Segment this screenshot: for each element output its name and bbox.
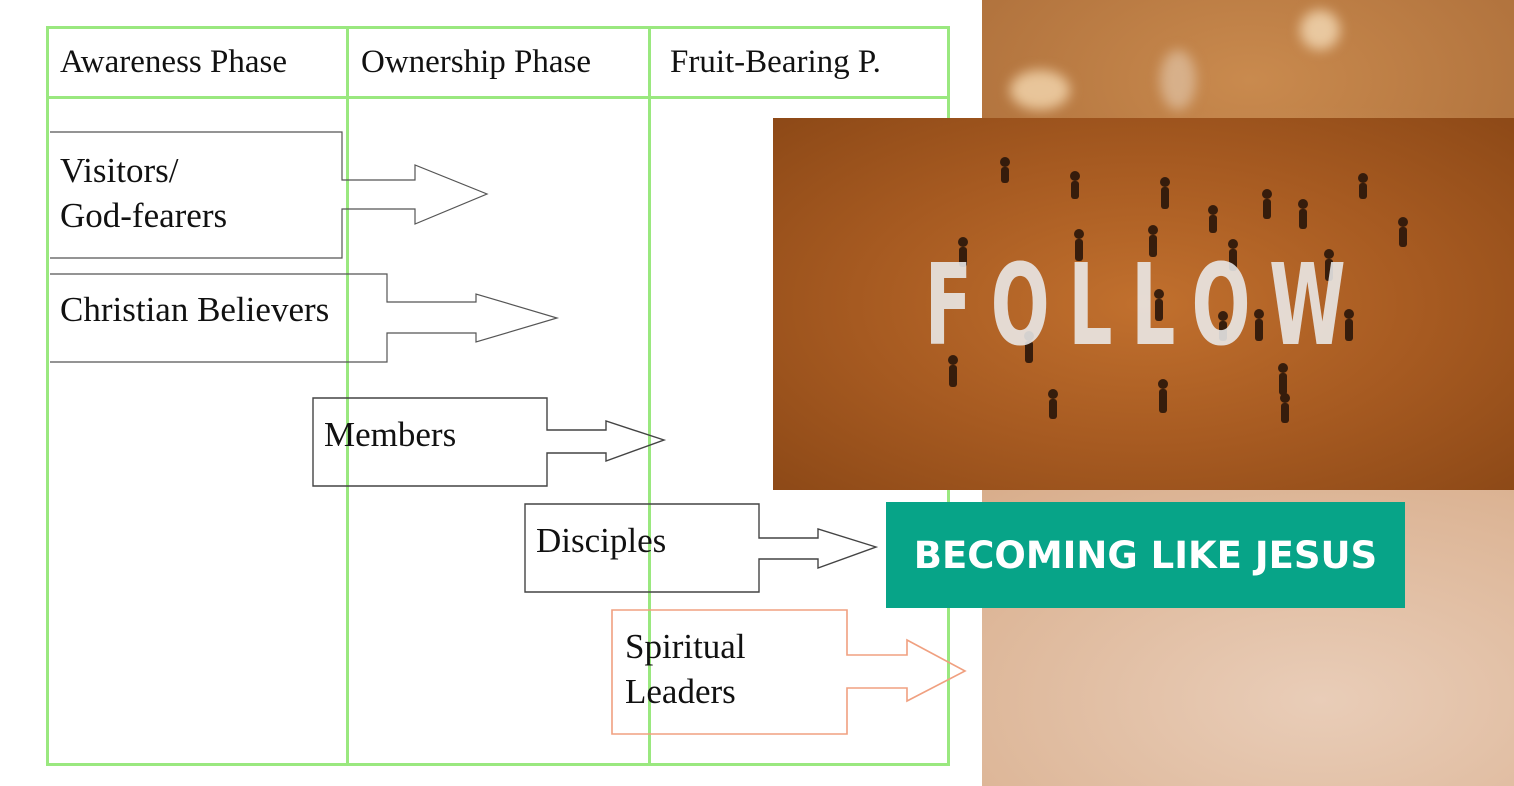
stage-arrow-visitors [50,131,489,259]
walker-figure [1298,199,1308,229]
walker-figure [1000,157,1010,183]
tagline-text: BECOMING LIKE JESUS [913,533,1378,577]
walker-figure [1358,173,1368,199]
walker-figure [1154,289,1164,321]
walking-people-illustration [948,157,1408,423]
phase-header-awareness: Awareness Phase [60,44,287,80]
walker-figure [1398,217,1408,247]
phase-header-divider [46,96,950,99]
walker-figure [1024,331,1034,363]
phase-header-ownership: Ownership Phase [361,44,592,80]
stage-arrow-disciples [524,503,879,593]
stage-label-believers: Christian Believers [60,290,330,329]
walker-figure [1148,225,1158,257]
walker-figure [1160,177,1170,209]
stage-label-visitors: Visitors/ God-fearers [60,151,228,235]
walker-figure [1074,229,1084,261]
walker-figure [1158,379,1168,413]
walker-figure [1262,189,1272,219]
walker-figure [948,355,958,387]
walker-figure [1218,311,1228,341]
walker-figure [1208,205,1218,233]
walker-figure [1280,393,1290,423]
background-blur [1010,70,1070,110]
stage-label-disciples: Disciples [536,521,667,560]
tagline-box: BECOMING LIKE JESUS [886,502,1405,608]
stage-arrow-leaders [611,609,967,735]
stage-label-members: Members [324,415,457,454]
walker-figure [1254,309,1264,341]
follow-banner: FOLLOW [773,118,1514,490]
walker-figure [1228,239,1238,271]
walker-figure [1324,249,1334,281]
phase-header-fruit-bearing: Fruit-Bearing P. [670,44,881,80]
walker-figure [1070,171,1080,199]
background-blur [1300,10,1340,50]
walker-figure [1048,389,1058,419]
walker-figure [958,237,968,267]
walker-figure [1344,309,1354,341]
stage-label-leaders: Spiritual Leaders [625,627,746,711]
stage-arrow-members [312,397,667,487]
stage-arrows [50,131,967,735]
stage-arrow-believers [50,273,560,363]
background-blur [1160,50,1196,110]
walker-figure [1278,363,1288,395]
banner-title: FOLLOW [924,241,1365,371]
